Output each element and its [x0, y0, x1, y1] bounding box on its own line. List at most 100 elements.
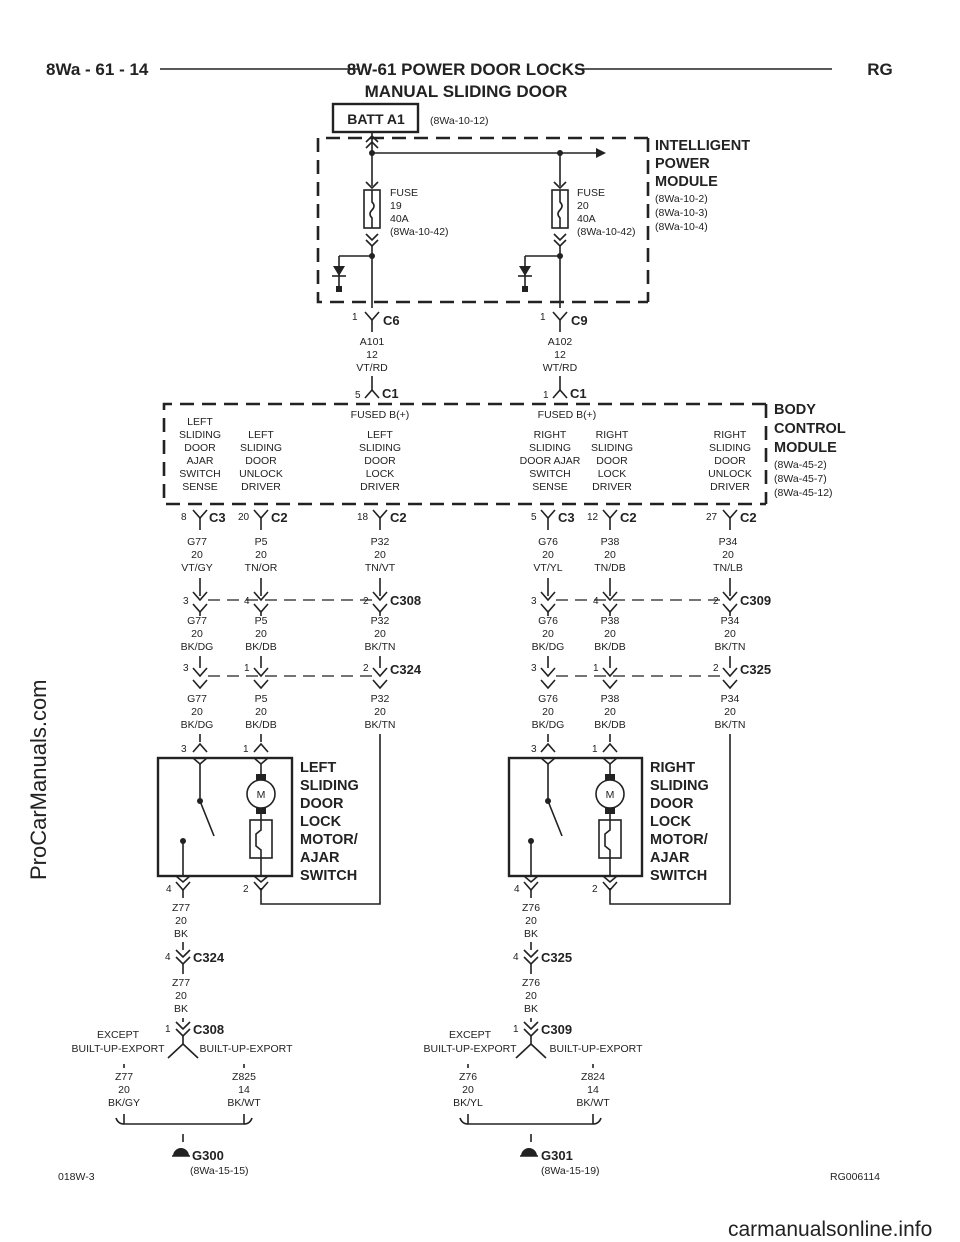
lm-title-2: DOOR — [300, 796, 344, 812]
bcm-output-0: 8 C3 G77 20 VT/GY — [181, 509, 226, 596]
ipm-block: INTELLIGENT POWER MODULE (8Wa-10-2) (8Wa… — [316, 136, 750, 304]
lg-b1-color: BK/GY — [108, 1097, 140, 1109]
left-lock-motor: 3 1 M 4 2 LEFT SLIDING DOOR LOCK MOTOR/ … — [156, 742, 359, 895]
lg-c308-label: C308 — [193, 1022, 224, 1037]
a102-color: WT/RD — [543, 362, 578, 374]
c309-pin-2: 2 — [713, 596, 719, 607]
bus-arrow-icon — [596, 148, 606, 158]
a101-circuit: A101 — [360, 336, 385, 348]
a101-gauge: 12 — [366, 349, 378, 361]
fuse19-line3: 40A — [390, 213, 409, 225]
c324-w0-color: BK/DG — [181, 719, 214, 731]
bcm-ref-3: (8Wa-45-12) — [774, 487, 833, 499]
lg-b1-circuit: Z77 — [115, 1071, 133, 1083]
out4-pin: 12 — [587, 512, 599, 523]
rg-c325-pin: 4 — [513, 952, 519, 963]
g301-ref: (8Wa-15-19) — [541, 1165, 600, 1177]
fn4-l0: RIGHT — [596, 429, 629, 441]
lm-pin-4: 4 — [166, 884, 172, 895]
c309-w2-circuit: P34 — [721, 615, 740, 627]
bcm-output-5: 27 C2 P34 20 TN/LB — [706, 509, 757, 596]
rg-b2-gauge: 14 — [587, 1084, 599, 1096]
connector-c9: 1 C9 A102 12 WT/RD — [540, 311, 588, 374]
right-lock-motor: 3 1 M 4 2 RIGHT SLIDING DOOR LOCK MOTOR/… — [507, 742, 709, 895]
c325-w0-gauge: 20 — [542, 706, 554, 718]
c308-pin-3: 3 — [183, 596, 189, 607]
w3-color: VT/YL — [533, 562, 562, 574]
lg-c324-label: C324 — [193, 950, 225, 965]
w0-circuit: G77 — [187, 536, 207, 548]
lm-pin-1: 1 — [243, 744, 249, 755]
footer-code-left: 018W-3 — [58, 1171, 95, 1183]
rm-pin-2: 2 — [592, 884, 598, 895]
rg-c309-pin: 1 — [513, 1024, 519, 1035]
fuse20-line2: 20 — [577, 200, 589, 212]
c309-w2-gauge: 20 — [724, 628, 736, 640]
fn0-l0: LEFT — [187, 416, 213, 428]
rm-pin-4: 4 — [514, 884, 520, 895]
c309-w0-color: BK/DG — [532, 641, 565, 653]
c325-pin-3: 3 — [531, 663, 537, 674]
z77-circuit: Z77 — [172, 902, 190, 914]
fn5-l3: UNLOCK — [708, 468, 752, 480]
c325-w1-gauge: 20 — [604, 706, 616, 718]
out1-conn: C2 — [271, 510, 288, 525]
rm-pin-1: 1 — [592, 744, 598, 755]
c1-5-function: FUSED B(+) — [351, 409, 410, 421]
out3-pin: 5 — [531, 512, 537, 523]
left-ground-path: Z77 20 BK 4 C324 Z77 20 BK 1 C308 EXCEPT… — [72, 890, 293, 1177]
fuse20-line3: 40A — [577, 213, 596, 225]
w1-color: TN/OR — [245, 562, 278, 574]
z76b-color: BK — [524, 1003, 538, 1015]
c1-5-label: C1 — [382, 386, 399, 401]
rm-title-5: AJAR — [650, 850, 690, 866]
batt-a1-label: BATT A1 — [347, 111, 405, 127]
connector-c325: 3 1 2 C325 G76 20 BK/DG P38 20 BK/DB P34… — [531, 662, 771, 731]
c6-label: C6 — [383, 313, 400, 328]
w0-color: VT/GY — [181, 562, 213, 574]
c309-pin-3: 3 — [531, 596, 537, 607]
lm-pin-2: 2 — [243, 884, 249, 895]
c324-w0-circuit: G77 — [187, 693, 207, 705]
page-subtitle: MANUAL SLIDING DOOR — [365, 82, 568, 101]
bcm-output-3: 5 C3 G76 20 VT/YL — [531, 509, 575, 596]
w1-gauge: 20 — [255, 549, 267, 561]
fn4-l3: LOCK — [598, 468, 627, 480]
w3-circuit: G76 — [538, 536, 558, 548]
fuse19-line2: 19 — [390, 200, 402, 212]
c308-w0-gauge: 20 — [191, 628, 203, 640]
fn0-l5: SENSE — [182, 481, 218, 493]
w2-circuit: P32 — [371, 536, 390, 548]
fn5-l4: DRIVER — [710, 481, 750, 493]
lm-title-4: MOTOR/ — [300, 832, 358, 848]
bcm-fn-right-lock: RIGHT SLIDING DOOR LOCK DRIVER — [591, 429, 633, 493]
out3-conn: C3 — [558, 510, 575, 525]
c324-pin-1: 1 — [244, 663, 250, 674]
w2-gauge: 20 — [374, 549, 386, 561]
c309-w1-gauge: 20 — [604, 628, 616, 640]
lm-motor-icon: M — [257, 789, 266, 801]
c325-w2-circuit: P34 — [721, 693, 740, 705]
c324-label: C324 — [390, 662, 422, 677]
fn2-l2: DOOR — [364, 455, 396, 467]
c309-label: C309 — [740, 593, 771, 608]
out0-conn: C3 — [209, 510, 226, 525]
bcm-output-2: 18 C2 P32 20 TN/VT — [357, 509, 407, 596]
fn4-l2: DOOR — [596, 455, 628, 467]
fn2-l0: LEFT — [367, 429, 393, 441]
lg-b1-gauge: 20 — [118, 1084, 130, 1096]
fn0-l3: AJAR — [187, 455, 214, 467]
fn5-l0: RIGHT — [714, 429, 747, 441]
watermark-bottom: carmanualsonline.info — [728, 1218, 932, 1241]
rm-title-1: SLIDING — [650, 778, 709, 794]
z77b-gauge: 20 — [175, 990, 187, 1002]
connector-c309: 3 4 2 C309 G76 20 BK/DG P38 20 BK/DB P34… — [531, 591, 771, 668]
fn3-l1: SLIDING — [529, 442, 571, 454]
fn2-l4: DRIVER — [360, 481, 400, 493]
out4-conn: C2 — [620, 510, 637, 525]
c308-w0-color: BK/DG — [181, 641, 214, 653]
fn1-l0: LEFT — [248, 429, 274, 441]
p34-to-motor — [609, 734, 731, 905]
c325-w1-circuit: P38 — [601, 693, 620, 705]
